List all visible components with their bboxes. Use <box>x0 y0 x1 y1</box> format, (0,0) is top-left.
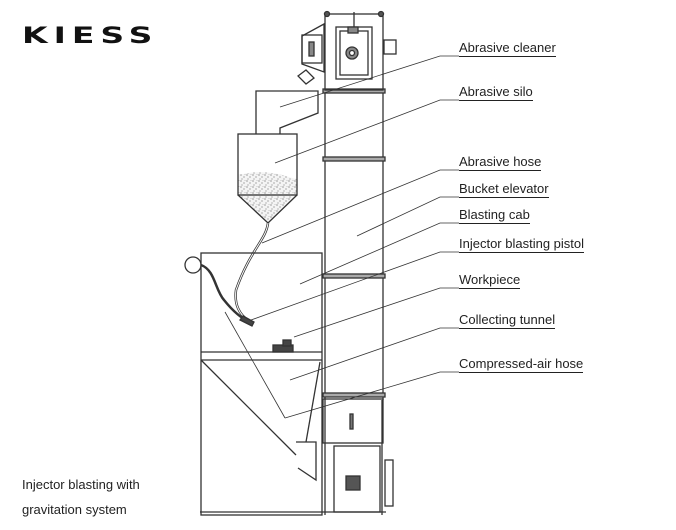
leader-blasting-cab <box>299 222 459 285</box>
abrasive-cleaner-housing <box>255 90 319 134</box>
collecting-tunnel-boot <box>200 398 394 513</box>
label-compressed-air-hose: Compressed-air hose <box>459 356 584 373</box>
caption-line-2: gravitation system <box>22 502 127 517</box>
leader-abrasive-cleaner <box>279 55 459 108</box>
label-blasting-cab: Blasting cab <box>459 207 530 224</box>
elevator-head <box>297 10 397 91</box>
label-bucket-elevator: Bucket elevator <box>459 181 549 198</box>
leader-lines <box>224 55 459 419</box>
leader-collecting-tunnel <box>289 327 459 381</box>
kiess-logo: KIESS <box>22 24 159 49</box>
abrasive-silo-body <box>237 133 298 224</box>
bucket-elevator-column <box>322 88 386 515</box>
abrasive-hose-line <box>234 222 270 322</box>
leader-compressed-air-hose-tail <box>224 311 286 419</box>
blasting-cab-body <box>184 252 323 516</box>
label-collecting-tunnel: Collecting tunnel <box>459 312 556 329</box>
label-workpiece: Workpiece <box>459 272 521 289</box>
label-abrasive-hose: Abrasive hose <box>459 154 542 171</box>
leader-injector-blasting-pistol <box>250 251 459 321</box>
diagram-caption: Injector blasting with gravitation syste… <box>22 472 140 522</box>
caption-line-1: Injector blasting with <box>22 477 140 492</box>
leader-bucket-elevator <box>356 196 459 237</box>
label-abrasive-cleaner: Abrasive cleaner <box>459 40 556 57</box>
leader-workpiece <box>293 287 459 338</box>
workpiece-shape <box>272 339 294 353</box>
label-injector-blasting-pistol: Injector blasting pistol <box>459 236 585 253</box>
leader-compressed-air-hose <box>284 371 459 419</box>
label-abrasive-silo: Abrasive silo <box>459 84 533 101</box>
leader-abrasive-hose <box>261 169 459 244</box>
leader-abrasive-silo <box>274 99 459 164</box>
